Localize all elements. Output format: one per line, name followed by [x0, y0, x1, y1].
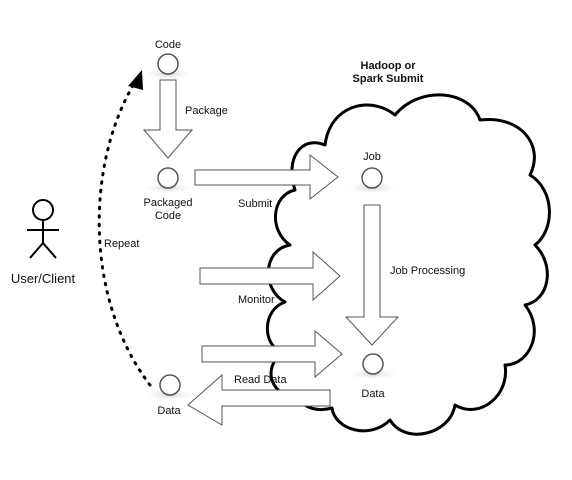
- node-code: [140, 53, 196, 80]
- node-data-client-label: Data: [157, 405, 181, 417]
- edge-submit-label: Submit: [238, 198, 272, 210]
- package-arrow: [142, 79, 194, 159]
- cloud-title-line1: Hadoop or: [361, 60, 417, 72]
- repeat-arrowhead-icon: [128, 70, 143, 90]
- edge-monitor-label: Monitor: [238, 294, 275, 306]
- actor-label: User/Client: [11, 271, 76, 286]
- data-write-arrow: [201, 329, 343, 379]
- node-data-client: [142, 374, 198, 401]
- submit-arrow: [194, 153, 339, 201]
- repeat-dotted-arc: [97, 80, 152, 387]
- edge-package-label: Package: [185, 105, 228, 117]
- node-code-label: Code: [155, 39, 181, 51]
- monitor-arrow: [199, 250, 341, 302]
- node-job: [344, 167, 400, 194]
- node-data-cloud: [345, 353, 401, 380]
- node-job-label: Job: [363, 151, 381, 163]
- read-data-arrow: [187, 373, 331, 426]
- node-packaged-label-line2: Code: [155, 210, 181, 222]
- edge-repeat-label: Repeat: [104, 238, 139, 250]
- node-packaged-code: [140, 167, 196, 194]
- cloud-title-line2: Spark Submit: [353, 73, 424, 85]
- edge-read-data-label: Read Data: [234, 374, 287, 386]
- node-data-cloud-label: Data: [361, 388, 385, 400]
- user-client-actor-icon: [27, 199, 59, 259]
- cloud-shape: [265, 93, 551, 436]
- edge-job-processing-label: Job Processing: [390, 265, 465, 277]
- job-processing-arrow: [344, 204, 400, 346]
- node-packaged-label-line1: Packaged: [144, 197, 193, 209]
